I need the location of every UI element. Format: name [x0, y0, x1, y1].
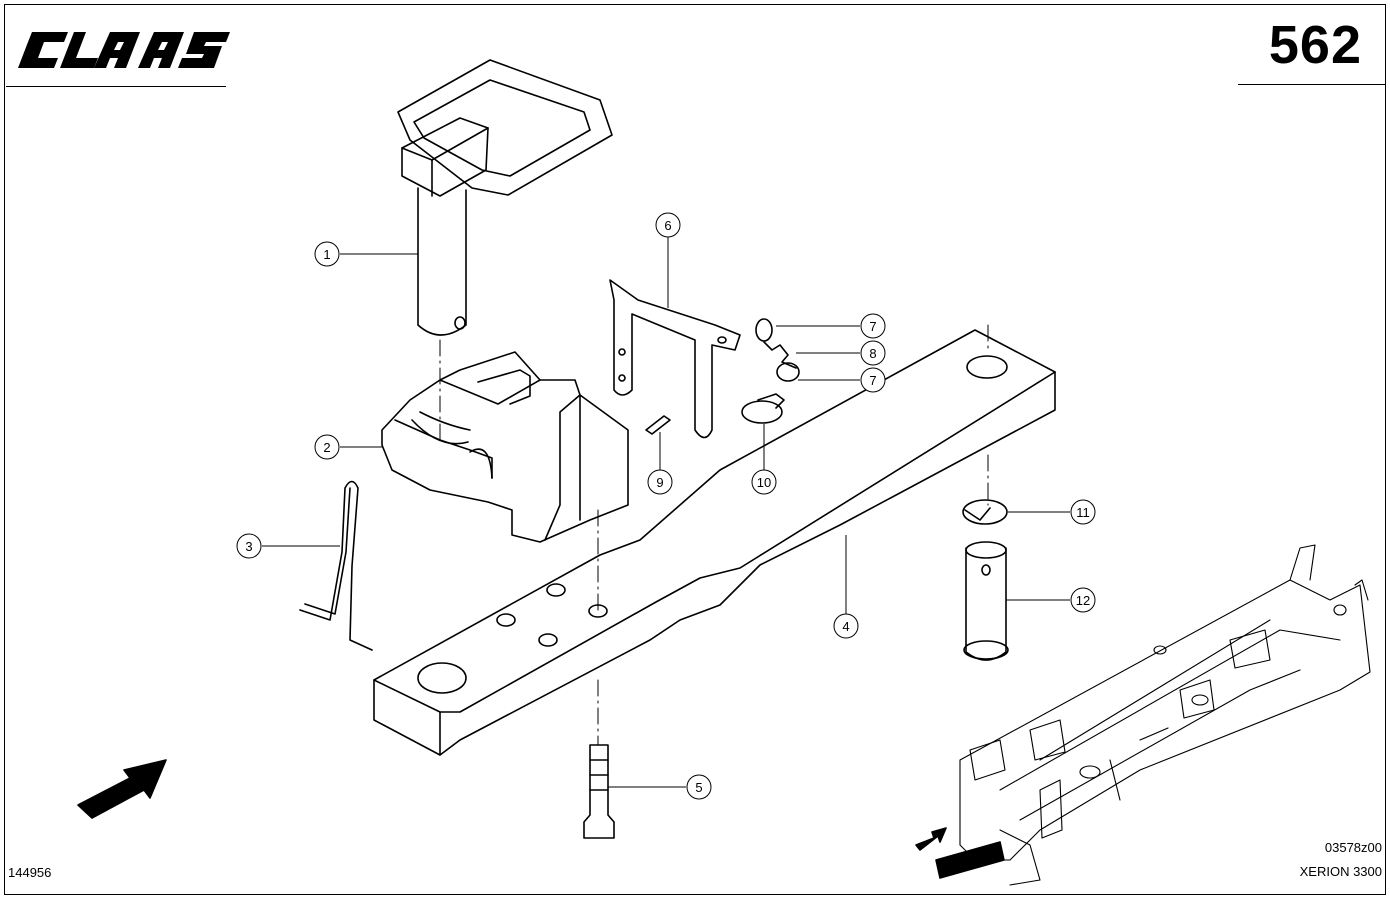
callout-7-upper: 7: [860, 313, 886, 339]
svg-text:1: 1: [323, 247, 330, 262]
callout-5: 5: [686, 774, 712, 800]
tractor-frame-inset: [959, 544, 1371, 886]
direction-arrow-icon: [77, 759, 167, 819]
drawing-number: 144956: [8, 865, 52, 880]
inset-drawbar-highlight: [935, 841, 1005, 879]
part-7-8-ring-chain: [755, 318, 800, 382]
part-10-lynch-pin: [741, 393, 785, 424]
svg-text:7: 7: [869, 319, 876, 334]
svg-text:2: 2: [323, 440, 330, 455]
svg-text:3: 3: [245, 539, 252, 554]
svg-text:10: 10: [757, 475, 771, 490]
svg-text:7: 7: [869, 373, 876, 388]
claas-logo: [14, 14, 234, 74]
callout-7-lower: 7: [860, 367, 886, 393]
svg-text:5: 5: [695, 780, 702, 795]
callout-4: 4: [833, 613, 859, 639]
callout-2: 2: [314, 434, 340, 460]
part-5-bolt: [583, 744, 615, 839]
svg-text:4: 4: [842, 619, 849, 634]
part-2-hitch-jaw: [381, 351, 629, 543]
model-name: XERION 3300: [1299, 864, 1382, 879]
logo-underline: [6, 86, 226, 87]
callout-12: 12: [1070, 587, 1096, 613]
part-12-pin: [963, 541, 1009, 661]
callout-3: 3: [236, 533, 262, 559]
callout-11: 11: [1070, 499, 1096, 525]
part-11-lynch-pin: [962, 499, 1008, 525]
callout-9: 9: [647, 469, 673, 495]
svg-text:6: 6: [664, 218, 671, 233]
part-9-roll-pin: [645, 415, 671, 435]
part-1-pin-with-handle: [397, 59, 613, 336]
part-3-spring-clip: [299, 480, 373, 651]
inset-arrow-icon: [915, 827, 947, 851]
callout-1: 1: [314, 241, 340, 267]
svg-text:11: 11: [1076, 505, 1090, 520]
callout-10: 10: [751, 469, 777, 495]
callout-8: 8: [860, 340, 886, 366]
callout-6: 6: [655, 212, 681, 238]
image-code: 03578z00: [1324, 840, 1382, 855]
page-frame: [4, 4, 1386, 895]
part-6-u-pin: [609, 279, 741, 439]
svg-text:12: 12: [1076, 593, 1090, 608]
part-4-drawbar: [373, 329, 1056, 756]
svg-text:9: 9: [656, 475, 663, 490]
leader-lines: [262, 237, 1070, 788]
svg-text:8: 8: [869, 346, 876, 361]
page-number-underline: [1238, 84, 1386, 85]
page-number: 562: [1268, 15, 1362, 75]
